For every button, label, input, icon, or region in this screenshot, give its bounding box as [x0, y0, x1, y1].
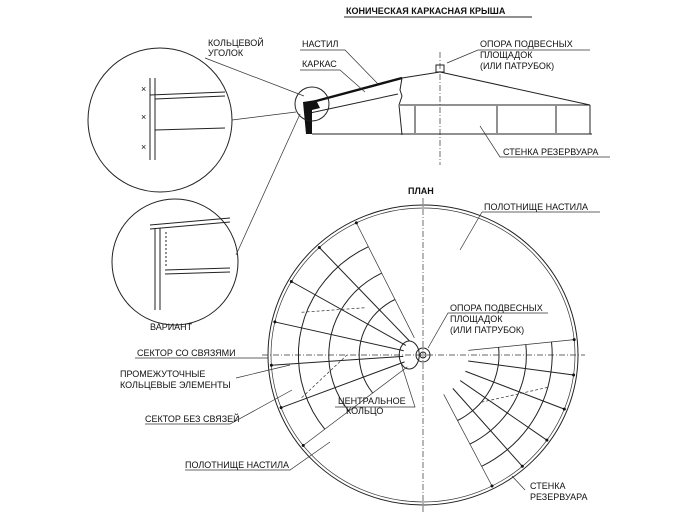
- ring-angle-section: [303, 100, 320, 134]
- plan-title: ПЛАН: [408, 186, 434, 196]
- sector-with-bracing-beam-node: [317, 245, 321, 249]
- detail-view-2: [111, 113, 301, 326]
- roof-line-left: [401, 71, 441, 79]
- sector-without-bracing-radial-beam: [443, 394, 493, 487]
- plan-view: [262, 198, 585, 512]
- label-central-ring: ЦЕНТРАЛЬНОЕ: [338, 396, 406, 406]
- sector-without-bracing-radial-beam: [465, 370, 565, 410]
- label-support: ОПОРА ПОДВЕСНЫХ: [480, 39, 573, 49]
- sector-without-bracing-intermediate-ring: [457, 347, 500, 421]
- sector-with-bracing-beam-node: [273, 320, 277, 324]
- sector-with-bracing-intermediate-ring: [298, 246, 369, 430]
- detail-view-1: × × ×: [87, 47, 297, 193]
- leader: [235, 364, 291, 379]
- sector-with-bracing-radial-beam: [318, 247, 410, 342]
- label-deck-sheet-top: ПОЛОТНИЩЕ НАСТИЛА: [484, 202, 588, 212]
- leader: [427, 312, 548, 349]
- leader: [459, 211, 483, 251]
- sector-without-bracing-beam-node: [520, 464, 524, 468]
- support-nozzle-inner: [419, 351, 427, 359]
- sector-with-bracing-beam-node: [301, 444, 305, 448]
- sector-without-bracing-beam-node: [545, 438, 549, 442]
- sector-with-bracing-radial-beam: [356, 222, 415, 338]
- detail-callout-circle: [294, 86, 330, 122]
- label-plan-support: ОПОРА ПОДВЕСНЫХ: [450, 303, 543, 313]
- sector-with-bracing-radial-beam: [271, 355, 404, 366]
- sector-without-bracing-beam-node: [562, 407, 566, 411]
- sector-with-bracing-intermediate-ring: [328, 272, 382, 412]
- sector-without-bracing-radial-beam: [459, 380, 548, 441]
- label-plan-support-3: (ИЛИ ПАТРУБОК): [450, 325, 524, 335]
- sector-without-bracing-beam-node: [490, 484, 494, 488]
- support-nozzle-plan: [415, 347, 431, 363]
- detail-section: [149, 217, 231, 310]
- leader: [145, 389, 293, 425]
- bracing-diagonal: [301, 307, 365, 313]
- weld-mark: ×: [141, 142, 146, 152]
- detail-leader: [235, 113, 301, 256]
- deck-line: [304, 76, 403, 106]
- sector-with-bracing-radial-beam: [274, 321, 404, 352]
- sector-without-bracing-beam-node: [572, 373, 576, 377]
- leader: [185, 441, 331, 471]
- sector-with-bracing-beam-node: [354, 221, 358, 225]
- central-ring: [398, 340, 420, 370]
- elevation-view: [204, 49, 610, 165]
- support-nozzle: [435, 64, 445, 73]
- sector-without-bracing-intermediate-ring: [469, 344, 527, 445]
- sector-with-bracing-radial-beam: [303, 366, 408, 446]
- label-plan-tank-wall: СТЕНКА: [530, 481, 565, 491]
- sector-without-bracing-radial-beam: [468, 339, 575, 351]
- sector-with-bracing-intermediate-ring: [358, 299, 396, 394]
- sector-with-bracing-radial-beam: [280, 361, 405, 409]
- weld-mark: ×: [141, 112, 146, 122]
- bracing-diagonal: [301, 354, 348, 398]
- label-frame: КАРКАС: [302, 59, 337, 69]
- sector-with-bracing-radial-beam: [291, 281, 407, 346]
- weld-mark: ×: [141, 84, 146, 94]
- leader: [335, 359, 416, 408]
- frame-sectors: [269, 221, 576, 488]
- label-intermediate-rings-2: КОЛЬЦЕВЫЕ ЭЛЕМЕНТЫ: [120, 380, 231, 390]
- detail-leader: [231, 111, 297, 121]
- label-support-3: (ИЛИ ПАТРУБОК): [480, 61, 554, 71]
- label-intermediate-rings: ПРОМЕЖУТОЧНЫЕ: [120, 369, 205, 379]
- sector-without-bracing-beam-node: [572, 338, 576, 342]
- label-ring-angle-2: УГОЛОК: [208, 48, 244, 58]
- label-sector-with-bracing: СЕКТОР СО СВЯЗЯМИ: [137, 348, 236, 358]
- sector-without-bracing-intermediate-ring: [481, 341, 553, 467]
- detail-section: [149, 78, 226, 160]
- label-support-2: ПЛОЩАДОК: [480, 50, 533, 60]
- label-ring-angle: КОЛЬЦЕВОЙ: [208, 37, 264, 48]
- leader: [479, 125, 610, 158]
- sector-with-bracing-beam-node: [289, 280, 293, 283]
- leader: [300, 69, 366, 93]
- leader: [446, 49, 590, 64]
- sector-with-bracing-beam-node: [269, 363, 273, 367]
- sector-with-bracing-beam-node: [279, 406, 283, 410]
- sector-without-bracing-radial-beam: [452, 388, 523, 467]
- sector-without-bracing-radial-beam: [468, 360, 574, 376]
- label-plan-support-2: ПЛОЩАДОК: [450, 314, 503, 324]
- label-variant: ВАРИАНТ: [150, 322, 193, 332]
- leader: [511, 475, 526, 491]
- detail-circle: [111, 198, 239, 326]
- detail-circle: [87, 47, 233, 193]
- drawing-title: КОНИЧЕСКАЯ КАРКАСНАЯ КРЫША: [346, 6, 506, 16]
- label-sector-without-bracing: СЕКТОР БЕЗ СВЯЗЕЙ: [145, 413, 240, 424]
- roof-line-right: [439, 71, 591, 106]
- label-tank-wall: СТЕНКА РЕЗЕРВУАРА: [503, 147, 598, 157]
- label-central-ring-2: КОЛЬЦО: [346, 406, 383, 416]
- break-line: [398, 77, 403, 136]
- leader: [300, 49, 379, 85]
- frame-line: [309, 93, 399, 114]
- bracing-diagonal: [481, 386, 548, 403]
- label-deck-sheet-bottom: ПОЛОТНИЩЕ НАСТИЛА: [185, 460, 289, 470]
- label-plan-tank-wall-2: РЕЗЕРВУАРА: [530, 492, 587, 502]
- leader: [204, 57, 305, 97]
- label-deck: НАСТИЛ: [302, 39, 338, 49]
